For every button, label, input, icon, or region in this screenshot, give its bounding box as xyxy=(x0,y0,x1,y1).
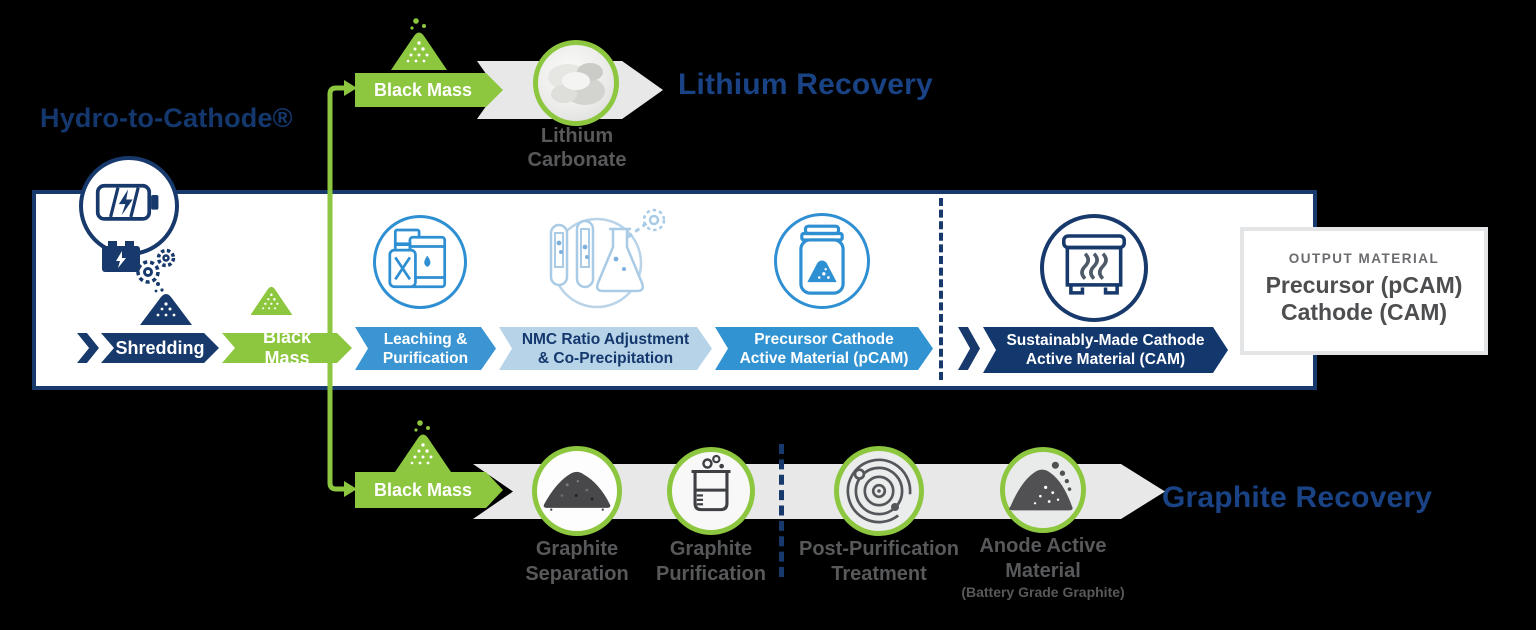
graphite-purification-icon xyxy=(667,447,755,535)
graphite-separation-icon xyxy=(532,446,622,536)
black-mass-pile-icon xyxy=(251,286,307,328)
lithium-recovery-title: Lithium Recovery xyxy=(678,68,933,101)
output-material-heading: OUTPUT MATERIAL xyxy=(1288,251,1440,266)
lithium-carbonate-photo xyxy=(533,40,619,126)
graphite-separation-label: Graphite Separation xyxy=(525,538,629,585)
output-line-cam: Cathode (CAM) xyxy=(1280,299,1448,325)
graphite-recovery-title: Graphite Recovery xyxy=(1162,481,1433,514)
black-mass-banner-top: Black Mass xyxy=(355,73,503,107)
cam-furnace-icon xyxy=(1040,214,1148,322)
post-purification-treatment-icon xyxy=(834,446,924,536)
anode-active-material-icon xyxy=(1000,447,1086,533)
nmc-test-tubes-flask-icon xyxy=(549,208,666,309)
battery-icon xyxy=(79,156,179,256)
step-label: Shredding xyxy=(115,337,205,358)
leaching-chemicals-icon xyxy=(373,215,467,309)
main-band-divider-dashed xyxy=(939,198,943,380)
black-mass-label: Black Mass xyxy=(373,79,473,100)
diagram-title: Hydro-to-Cathode® xyxy=(40,103,293,133)
lithium-powder-texture xyxy=(548,63,605,105)
bottom-divider-dashed xyxy=(779,444,784,577)
lithium-carbonate-label: Lithium Carbonate xyxy=(527,125,627,171)
battery-grade-graphite-sublabel: (Battery Grade Graphite) xyxy=(961,584,1125,600)
step-banner-nmc-ratio: NMC Ratio Adjustment & Co-Precipitation xyxy=(499,327,712,370)
post-purification-treatment-label: Post-Purification Treatment xyxy=(798,538,959,585)
pcam-jar-icon xyxy=(774,213,870,309)
output-line-pcam: Precursor (pCAM) xyxy=(1265,272,1463,298)
step-banner-shredding: Shredding xyxy=(101,333,219,363)
black-mass-banner-bottom: Black Mass xyxy=(355,472,503,508)
output-material-box: OUTPUT MATERIAL Precursor (pCAM) Cathode… xyxy=(1240,227,1488,355)
step-banner-pcam: Precursor Cathode Active Material (pCAM) xyxy=(715,327,933,370)
step-banner-cam: Sustainably-Made Cathode Active Material… xyxy=(983,327,1228,373)
graphite-purification-label: Graphite Purification xyxy=(655,538,766,585)
black-mass-label: Black Mass xyxy=(373,479,473,500)
shredder-icon xyxy=(102,241,192,325)
step-banner-leaching: Leaching & Purification xyxy=(355,327,496,370)
anode-active-material-label: Anode Active Material xyxy=(979,535,1107,582)
